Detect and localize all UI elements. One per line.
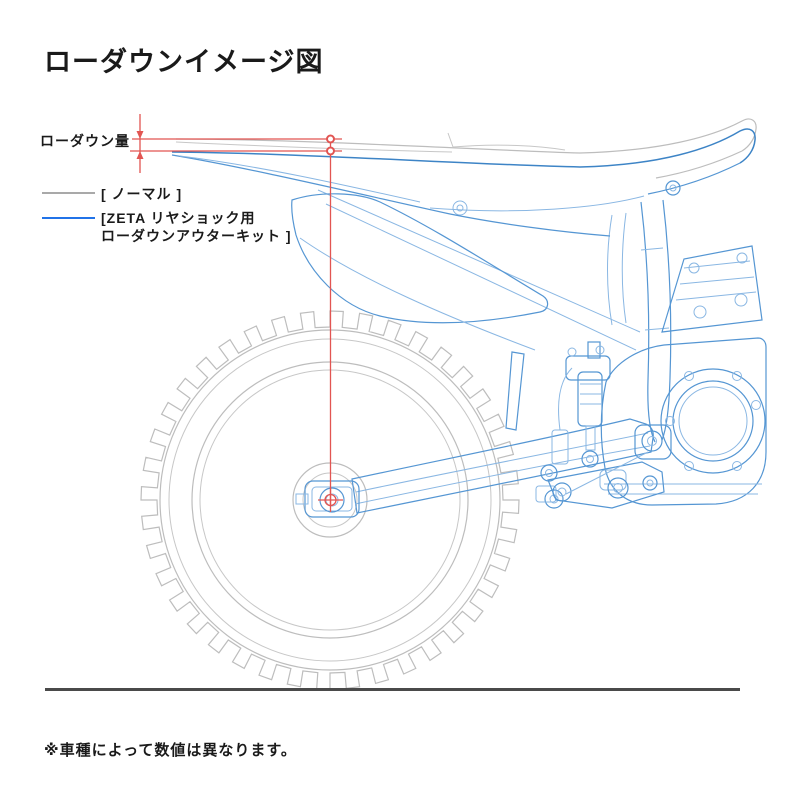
normal-position-outline (175, 118, 757, 179)
linkage (547, 451, 665, 509)
lowered-bike (171, 128, 767, 518)
side-number-plate (291, 193, 549, 431)
legend-normal-line-swatch (42, 192, 95, 194)
dimension-annotation (130, 114, 343, 512)
footnote: ※車種によって数値は異なります。 (44, 742, 297, 759)
frame (317, 189, 672, 460)
legend-normal-label: [ ノーマル ] (101, 186, 183, 202)
page-title: ローダウンイメージ図 (44, 47, 324, 77)
lowdown-amount-label: ローダウン量 (40, 133, 130, 149)
legend-kit-label-line1: [ZETA リヤショック用 (101, 210, 256, 226)
rear-axle (295, 480, 360, 518)
legend-kit-label: [ZETA リヤショック用 ローダウンアウターキット ] (101, 209, 292, 245)
seat-and-fender-lowered (171, 128, 756, 237)
bottom-divider (45, 688, 740, 691)
swingarm (351, 418, 654, 514)
engine (599, 245, 767, 506)
legend-kit-line-swatch (42, 217, 95, 219)
shock-absorber (551, 341, 611, 468)
legend-kit-label-line2: ローダウンアウターキット ] (101, 228, 292, 244)
tire-knobs-path (140, 310, 520, 690)
